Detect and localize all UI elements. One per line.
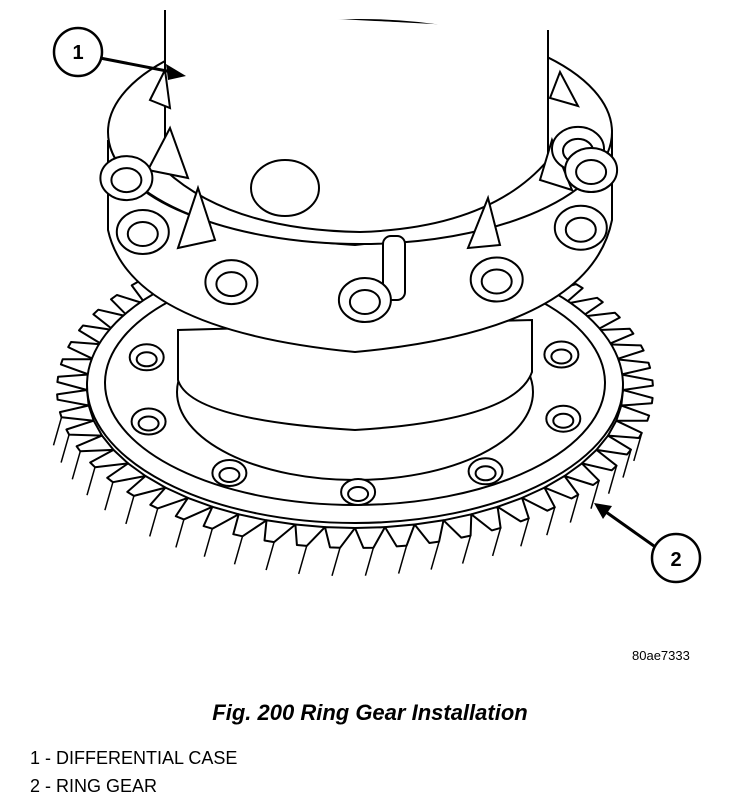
- gear-tooth: [232, 513, 268, 538]
- case-bolt-hole: [126, 221, 159, 247]
- gear-tooth-edge: [203, 528, 214, 557]
- gear-tooth: [126, 475, 167, 497]
- gear-tooth: [174, 496, 214, 521]
- case-bolt-hole: [575, 159, 608, 185]
- gear-tooth-edge: [520, 518, 530, 547]
- gear-tooth: [615, 404, 651, 422]
- legend-item-ring-gear: 2 - RING GEAR: [30, 776, 158, 796]
- gear-tooth: [384, 523, 416, 548]
- gear-tooth-edge: [430, 541, 440, 570]
- ring-gear-bolt-hole-inner: [347, 486, 370, 502]
- gear-tooth: [56, 389, 90, 407]
- gear-tooth-edge: [491, 527, 502, 557]
- case-bolt-hole: [215, 271, 248, 298]
- gear-tooth-edge: [265, 541, 275, 571]
- svg-text:1: 1: [72, 42, 83, 64]
- gear-tooth-edge: [86, 466, 96, 496]
- parts-legend: 1 - DIFFERENTIAL CASE 2 - RING GEAR: [30, 744, 237, 800]
- gear-tooth-edge: [175, 519, 185, 548]
- gear-tooth: [580, 448, 618, 472]
- gear-tooth-edge: [148, 508, 159, 537]
- gear-tooth-edge: [71, 451, 82, 480]
- gear-tooth: [563, 462, 600, 486]
- gear-tooth: [470, 505, 502, 532]
- gear-tooth: [413, 519, 445, 544]
- gear-tooth-edge: [52, 417, 63, 446]
- gear-tooth-edge: [364, 547, 375, 576]
- gear-tooth-edge: [633, 432, 643, 462]
- gear-tooth: [65, 419, 103, 437]
- gear-tooth-edge: [607, 465, 618, 494]
- gear-tooth: [58, 404, 95, 422]
- case-bolt-hole: [110, 167, 143, 194]
- ring-gear-bolt-holes: [128, 340, 582, 506]
- gear-tooth-edge: [297, 545, 308, 575]
- figure-caption: Fig. 200 Ring Gear Installation: [212, 700, 528, 725]
- gear-tooth: [496, 496, 530, 523]
- gear-tooth-edge: [546, 506, 556, 536]
- gear-tooth: [202, 505, 240, 530]
- ring-gear-illustration: 1 2: [52, 10, 702, 584]
- ring-gear-bolt-hole-inner: [218, 467, 241, 483]
- ring-gear-bolt-hole-inner: [550, 348, 573, 365]
- ring-gear-bolt-hole-inner: [552, 412, 575, 429]
- gear-tooth: [294, 523, 326, 547]
- ring-gear-bolt-hole-inner: [137, 415, 160, 432]
- gear-tooth: [620, 389, 654, 407]
- legend-item-differential-case: 1 - DIFFERENTIAL CASE: [30, 748, 238, 768]
- gear-tooth-edge: [590, 480, 600, 509]
- ring-gear-bolt-hole-inner: [474, 465, 497, 482]
- gear-tooth-edge: [331, 547, 341, 577]
- svg-text:2: 2: [670, 549, 681, 571]
- gear-tooth: [620, 373, 654, 391]
- gear-tooth-edge: [104, 481, 114, 511]
- gear-tooth-edge: [569, 494, 580, 523]
- gear-tooth: [75, 434, 115, 453]
- callout-2: 2: [594, 503, 702, 584]
- gear-tooth-edge: [461, 535, 472, 564]
- gear-tooth: [89, 448, 130, 469]
- gear-tooth: [354, 526, 386, 549]
- gear-tooth-edge: [397, 545, 408, 574]
- gear-tooth: [521, 486, 556, 512]
- gear-tooth: [149, 486, 189, 510]
- gear-tooth-edge: [60, 434, 70, 463]
- case-bolt-hole: [480, 268, 513, 295]
- case-bolt-hole: [348, 289, 381, 315]
- callout-1: 1: [52, 26, 186, 80]
- differential-case: [107, 10, 613, 432]
- ring-gear-bolt-hole-inner: [135, 351, 158, 368]
- gear-tooth-edge: [125, 495, 135, 525]
- gear-tooth: [543, 475, 580, 500]
- gear-tooth: [56, 373, 90, 391]
- gear-tooth: [106, 462, 147, 484]
- gear-tooth-edge: [622, 449, 632, 478]
- gear-tooth: [442, 513, 473, 539]
- gear-tooth-edge: [233, 536, 244, 565]
- case-bolt-hole: [564, 216, 597, 243]
- gear-tooth: [263, 519, 297, 544]
- gear-tooth: [607, 419, 643, 439]
- gear-tooth: [595, 434, 632, 456]
- gear-tooth: [324, 526, 356, 549]
- figure-code: 80ae7333: [632, 648, 690, 663]
- differential-case-bolt-bosses: [99, 125, 619, 323]
